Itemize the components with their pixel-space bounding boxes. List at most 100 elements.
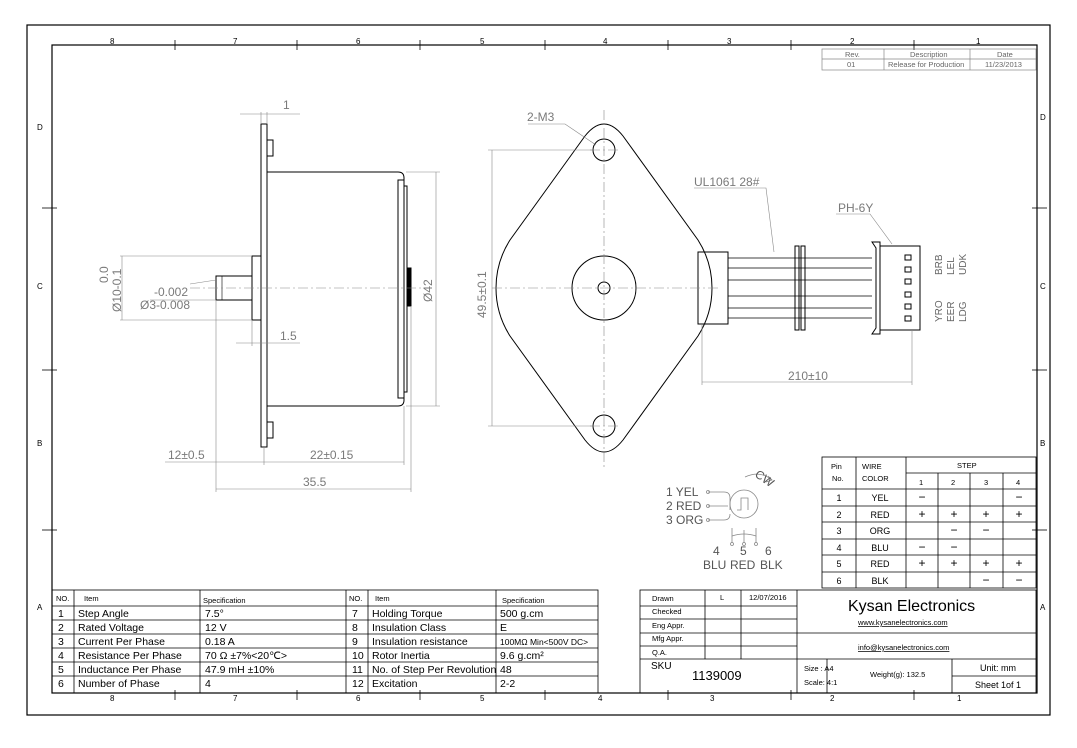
tb-sku: 1139009: [692, 668, 742, 683]
wiring-diagram: CW 1 YEL 2 RED 3 ORG 4 5 6 BLU RED BLK: [666, 467, 783, 572]
spec-cell: Inductance Per Phase: [78, 664, 181, 676]
dim-tol-b: -0.002: [154, 285, 188, 299]
step-color: YEL: [871, 493, 888, 503]
tb-website: www.kysanelectronics.com: [857, 618, 948, 627]
step-cell: +: [918, 507, 925, 521]
spec-cell: 9: [352, 636, 358, 648]
step-pin: 1: [836, 493, 841, 503]
spec-cell: 9.6 g.cm²: [500, 650, 544, 662]
zone-bottom-1: 1: [957, 694, 962, 703]
zone-right-b: B: [1040, 439, 1045, 448]
step-cell: −: [1015, 573, 1022, 587]
tb-drawn-label: Drawn: [652, 594, 674, 603]
step-cell: +: [982, 507, 989, 521]
dim-35-5: 35.5: [303, 475, 327, 489]
date-header: Date: [997, 50, 1013, 59]
front-view-centerlines: [492, 110, 720, 470]
spec-cell: 7: [352, 608, 358, 620]
spec-cell: 7.5°: [205, 608, 224, 620]
zone-bottom-8: 8: [110, 694, 115, 703]
tb-eng-label: Eng Appr.: [652, 621, 685, 630]
zone-bottom-3: 3: [710, 694, 715, 703]
zone-top-7: 7: [233, 37, 238, 46]
conn-label-4: BRB: [934, 254, 945, 275]
step-cell: −: [918, 490, 925, 504]
zone-ticks: [42, 40, 1047, 700]
zone-right-c: C: [1040, 282, 1046, 291]
spec-cell: No. of Step Per Revolution: [372, 664, 496, 676]
step-cell: −: [950, 523, 957, 537]
dim-shaft-od: Ø10-0.1: [110, 268, 124, 312]
tb-unit: Unit: mm: [980, 663, 1016, 673]
step-h-4: 4: [1016, 478, 1020, 487]
dim-12: 12±0.5: [168, 448, 205, 462]
spec-h-no2: NO.: [349, 594, 362, 603]
zone-top-6: 6: [356, 37, 361, 46]
step-color: RED: [870, 510, 890, 520]
step-h-1: 1: [919, 478, 923, 487]
desc-value: Release for Production: [888, 60, 964, 69]
side-view-dim-lines: [120, 112, 440, 492]
rev-value: 01: [847, 60, 855, 69]
step-cell: −: [1015, 490, 1022, 504]
step-cell: +: [1015, 556, 1022, 570]
tb-drawn-by: L: [720, 593, 724, 602]
step-color: BLU: [871, 543, 889, 553]
zone-left-b: B: [37, 439, 42, 448]
tb-company: Kysan Electronics: [848, 598, 975, 615]
tb-mfg-label: Mfg Appr.: [652, 634, 684, 643]
zone-bottom-4: 4: [598, 694, 603, 703]
step-cell: −: [918, 540, 925, 554]
spec-cell: 2-2: [500, 678, 515, 690]
wiring-num-6: 6: [765, 544, 772, 558]
zone-top-1: 1: [976, 37, 981, 46]
tb-drawn-date: 12/07/2016: [749, 593, 787, 602]
step-cell: +: [982, 556, 989, 570]
side-view: [215, 123, 412, 448]
tb-weight: Weight(g): 132.5: [870, 670, 925, 679]
zone-right-a: A: [1040, 603, 1046, 612]
spec-cell: Rotor Inertia: [372, 650, 430, 662]
spec-cell: 0.18 A: [205, 636, 235, 648]
dim-lead-length: 210±10: [788, 369, 828, 383]
spec-cell: Insulation resistance: [372, 636, 468, 648]
zone-bottom-2: 2: [830, 694, 835, 703]
spec-cell: 12: [352, 678, 364, 690]
spec-h-spec: Specification: [203, 596, 246, 605]
step-color: RED: [870, 559, 890, 569]
spec-cell: 8: [352, 622, 358, 634]
spec-cell: 12 V: [205, 622, 227, 634]
step-cell: +: [1015, 507, 1022, 521]
spec-cell: Step Angle: [78, 608, 129, 620]
step-color: BLK: [871, 576, 888, 586]
connector-wire-labels: YRO EER LDG BRB LEL UDK: [934, 254, 969, 322]
dim-connector: PH-6Y: [838, 201, 873, 215]
front-view-dim-lines: [488, 123, 913, 427]
step-h-color-2: COLOR: [862, 474, 889, 483]
side-view-dimensions: 1 0.0 Ø10-0.1 -0.002 Ø3-0.008 1.5 Ø42 12…: [97, 98, 435, 489]
zone-top-3: 3: [727, 37, 732, 46]
step-pin: 3: [836, 526, 841, 536]
wiring-label-3: 3 ORG: [666, 513, 703, 527]
spec-cell: 47.9 mH ±10%: [205, 664, 274, 676]
rev-header: Rev.: [845, 50, 860, 59]
step-pin: 5: [836, 559, 841, 569]
spec-h-item: Item: [84, 594, 99, 603]
tb-sku-label: SKU: [651, 661, 672, 672]
spec-cell: Current Per Phase: [78, 636, 165, 648]
zone-left-a: A: [37, 603, 43, 612]
spec-cell: 70 Ω ±7%<20℃>: [205, 650, 287, 662]
step-cell: −: [982, 573, 989, 587]
step-pin: 4: [836, 543, 841, 553]
conn-label-3: LDG: [958, 301, 969, 322]
wiring-col-blu: BLU: [703, 558, 726, 572]
spec-cell: 4: [205, 678, 211, 690]
spec-cell: 48: [500, 664, 512, 676]
zone-bottom-5: 5: [480, 694, 485, 703]
tb-sheet: Sheet 1of 1: [975, 680, 1021, 690]
dim-tol-a: 0.0: [97, 266, 111, 283]
tb-qa-label: Q.A.: [652, 648, 667, 657]
